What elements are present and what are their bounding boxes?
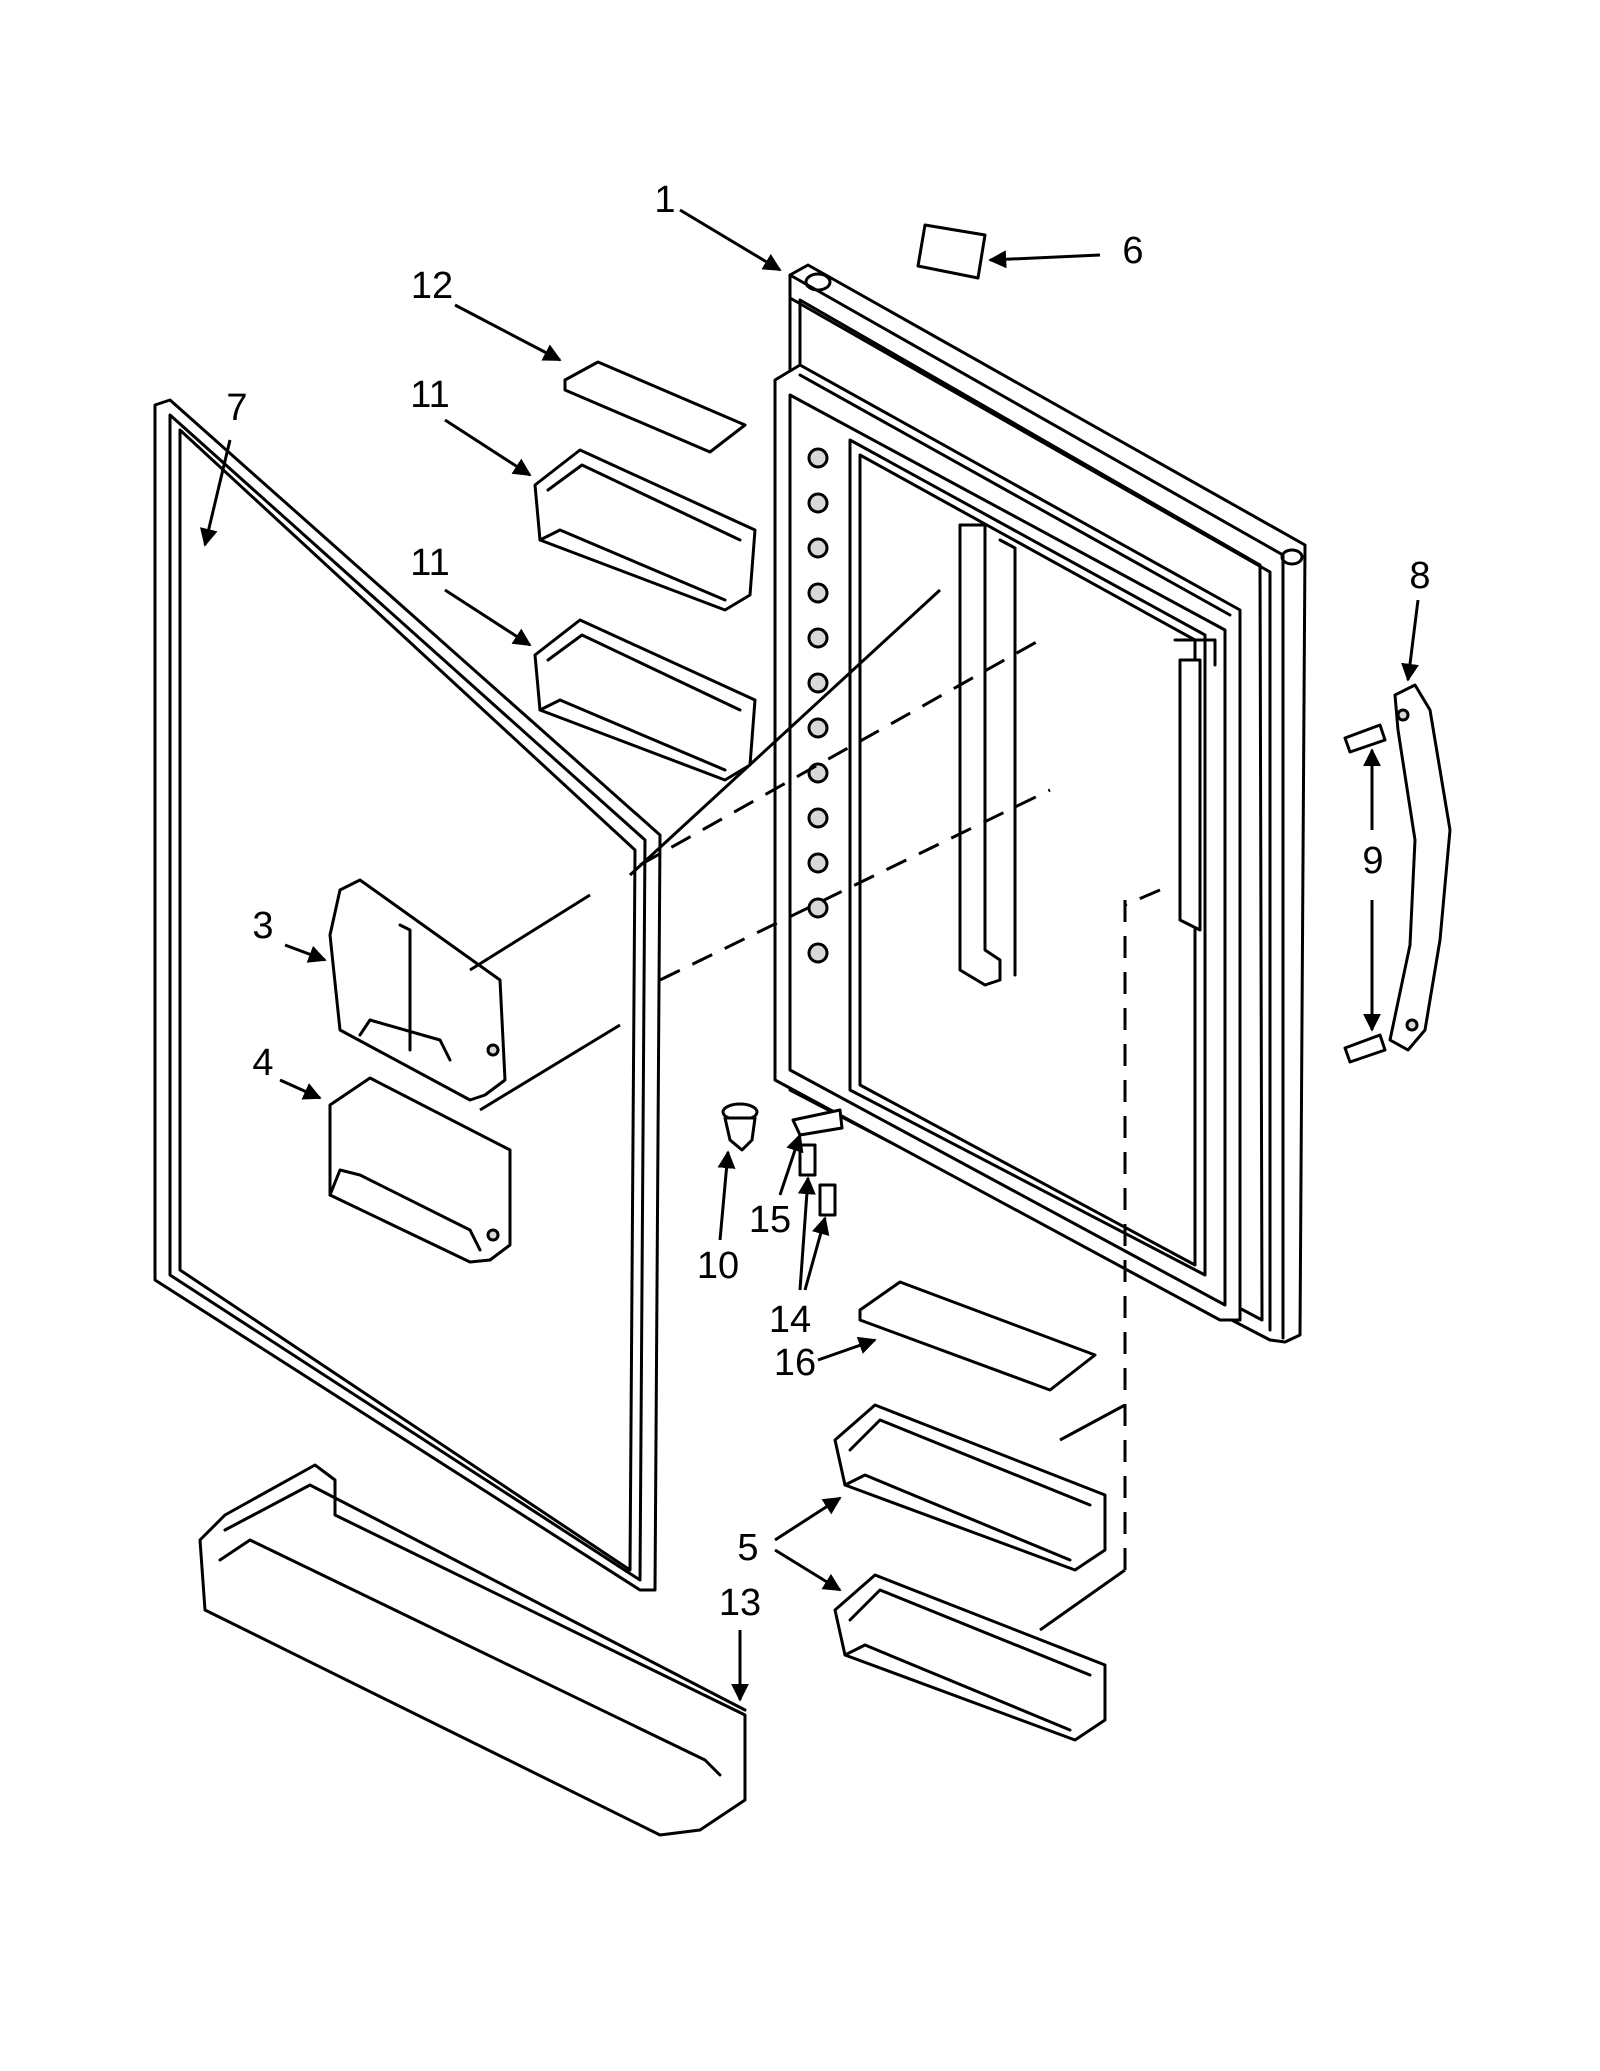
callout-10: 10: [697, 1245, 739, 1287]
callout-16: 16: [774, 1342, 816, 1384]
dispenser-module-part: [328, 878, 507, 1102]
callout-15: 15: [749, 1199, 791, 1241]
shelf-adjust-buttons: [807, 447, 829, 964]
callout-7: 7: [226, 387, 247, 429]
top-cover-part: [563, 360, 747, 454]
label-part: [916, 223, 987, 280]
hinge-screws: [791, 1108, 844, 1217]
handle-screws: [1343, 723, 1387, 1064]
callout-4: 4: [252, 1042, 273, 1084]
small-bin-part: [328, 1076, 512, 1264]
callout-labels: 1 3 4 5 6 7 8 9 10 11 11 12 13 14 15 16: [226, 179, 1430, 1624]
callout-14: 14: [769, 1299, 811, 1341]
callout-6: 6: [1122, 230, 1143, 272]
lower-cover-part: [858, 1280, 1097, 1392]
leader-arrows: [199, 208, 1420, 1702]
door-bin-upper: [533, 448, 757, 612]
callout-1: 1: [654, 179, 675, 221]
callout-12: 12: [411, 265, 453, 307]
door-bin-5-upper: [833, 1403, 1107, 1572]
plug-part: [721, 1102, 759, 1152]
callout-9: 9: [1362, 840, 1383, 882]
callout-11-upper: 11: [410, 374, 449, 416]
callout-5: 5: [737, 1527, 758, 1569]
handle-part: [1388, 683, 1452, 1052]
assembly-lines: [469, 588, 1161, 1632]
large-bottom-bin: [198, 1463, 747, 1837]
callout-8: 8: [1409, 555, 1430, 597]
callout-3: 3: [252, 905, 273, 947]
callout-11-lower: 11: [410, 542, 449, 584]
callout-13: 13: [719, 1582, 761, 1624]
door-bin-5-lower: [833, 1573, 1107, 1742]
